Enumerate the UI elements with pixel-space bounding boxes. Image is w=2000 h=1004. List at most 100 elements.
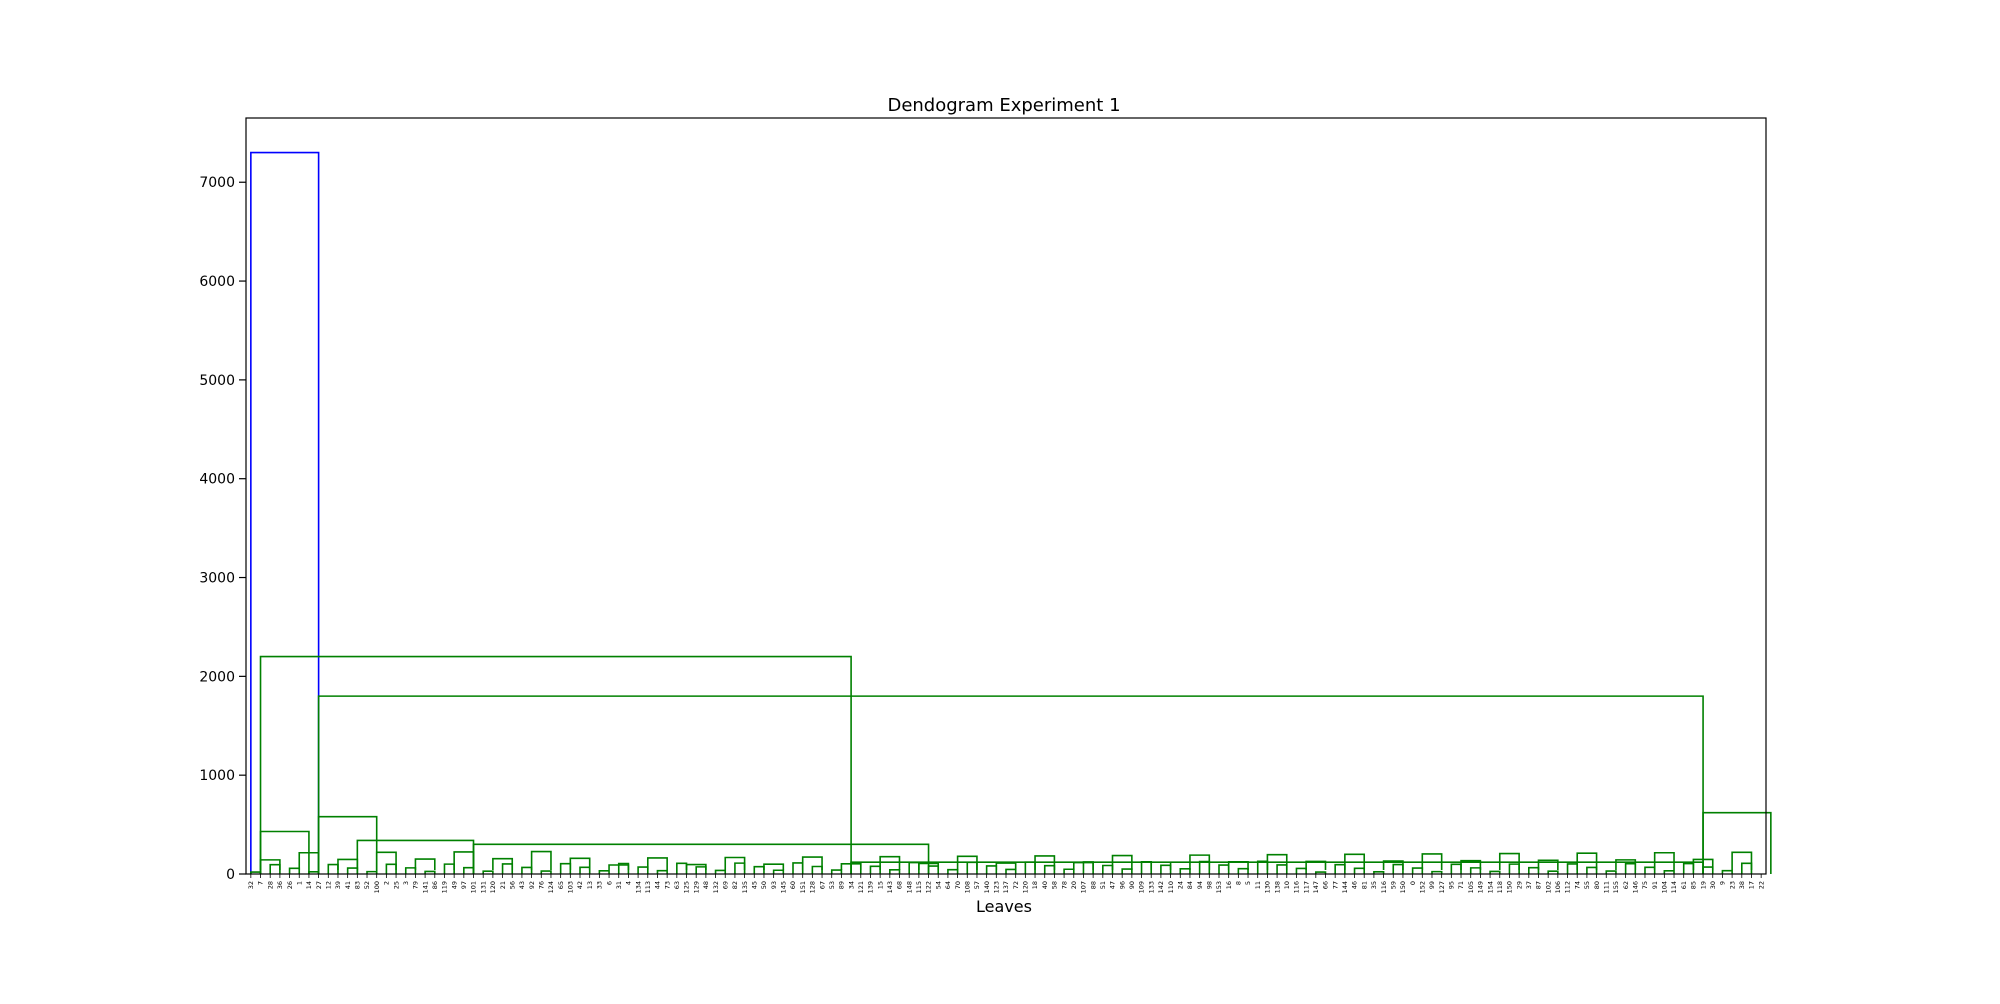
leaf-label-140: 111 bbox=[1602, 881, 1610, 893]
leaf-label-136: 112 bbox=[1564, 881, 1572, 893]
leaf-label-132: 37 bbox=[1525, 881, 1533, 889]
leaf-pair-link-98 bbox=[1198, 860, 1211, 874]
y-tick-label-7: 7000 bbox=[199, 175, 235, 191]
group-link-5 bbox=[298, 851, 320, 871]
leaf-pair-link-10 bbox=[346, 867, 359, 874]
leaf-pair-link-88 bbox=[1102, 864, 1114, 874]
leaf-label-102: 8 bbox=[1235, 881, 1243, 885]
leaf-label-18: 141 bbox=[421, 881, 429, 893]
leaf-label-2: 28 bbox=[266, 881, 274, 889]
leaf-label-135: 106 bbox=[1554, 881, 1562, 893]
leaf-pair-link-122 bbox=[1431, 870, 1443, 874]
leaf-label-3: 36 bbox=[276, 881, 284, 889]
leaf-label-139: 80 bbox=[1593, 881, 1601, 889]
leaf-label-118: 59 bbox=[1389, 881, 1397, 889]
leaf-label-126: 105 bbox=[1467, 881, 1475, 893]
leaf-pair-link-144 bbox=[1644, 866, 1656, 874]
leaf-label-100: 153 bbox=[1215, 881, 1223, 893]
leaf-pair-link-26 bbox=[501, 863, 514, 874]
leaf-pair-link-114 bbox=[1353, 867, 1366, 874]
leaf-label-10: 41 bbox=[344, 881, 352, 889]
group-link-33 bbox=[569, 857, 591, 871]
leaf-pair-link-78 bbox=[1005, 868, 1017, 874]
leaf-label-143: 146 bbox=[1631, 881, 1639, 893]
leaf-label-50: 82 bbox=[731, 881, 739, 889]
leaf-label-65: 15 bbox=[876, 881, 884, 889]
leaf-pair-link-46 bbox=[695, 866, 707, 874]
plot-frame bbox=[245, 117, 1767, 875]
leaf-label-58: 128 bbox=[809, 881, 817, 893]
leaf-pair-link-48 bbox=[714, 869, 727, 874]
leaf-pair-link-90 bbox=[1121, 868, 1133, 874]
leaf-label-95: 110 bbox=[1167, 881, 1175, 893]
leaf-label-94: 142 bbox=[1157, 881, 1165, 893]
leaf-pair-link-112 bbox=[1334, 863, 1346, 874]
leaf-label-47: 48 bbox=[702, 881, 710, 889]
leaf-label-134: 102 bbox=[1544, 881, 1552, 893]
leaf-pair-link-140 bbox=[1605, 870, 1617, 874]
group-link-105 bbox=[1266, 853, 1288, 871]
leaf-label-59: 67 bbox=[818, 881, 826, 889]
group-link-97 bbox=[1189, 854, 1211, 871]
group-link-85 bbox=[1072, 861, 1094, 871]
leaf-label-106: 138 bbox=[1273, 881, 1281, 893]
group-link-145 bbox=[1653, 851, 1675, 871]
leaf-label-130: 150 bbox=[1506, 881, 1514, 893]
leaf-pair-link-52 bbox=[753, 865, 765, 874]
leaf-pair-link-44 bbox=[676, 862, 688, 874]
leaf-pair-link-150 bbox=[1702, 866, 1714, 874]
leaf-label-115: 81 bbox=[1360, 881, 1368, 889]
leaf-pair-link-76 bbox=[985, 865, 998, 874]
leaf-label-92: 109 bbox=[1138, 881, 1146, 893]
group-link-101 bbox=[1227, 861, 1249, 871]
merge-link-1 bbox=[259, 655, 852, 874]
y-tick-label-3: 3000 bbox=[199, 571, 235, 587]
leaf-label-83: 58 bbox=[1051, 881, 1059, 889]
leaf-label-20: 119 bbox=[441, 881, 449, 893]
merge-link-2 bbox=[317, 695, 1704, 874]
leaf-label-42: 44 bbox=[654, 881, 662, 889]
leaf-label-141: 155 bbox=[1612, 881, 1620, 893]
leaf-pair-link-74 bbox=[966, 861, 978, 874]
leaf-pair-link-12 bbox=[366, 870, 378, 874]
leaf-pair-link-40 bbox=[637, 866, 649, 874]
leaf-label-120: 0 bbox=[1409, 881, 1417, 885]
leaf-label-93: 133 bbox=[1147, 881, 1155, 893]
leaf-label-74: 108 bbox=[963, 881, 971, 893]
leaf-label-96: 24 bbox=[1176, 881, 1184, 889]
leaf-label-119: 150 bbox=[1399, 881, 1407, 893]
leaf-label-56: 60 bbox=[789, 881, 797, 889]
leaf-label-57: 151 bbox=[799, 881, 807, 893]
group-link-69 bbox=[918, 862, 940, 871]
leaf-pair-link-0 bbox=[250, 871, 262, 874]
leaf-label-76: 140 bbox=[983, 881, 991, 893]
leaf-label-17: 79 bbox=[412, 881, 420, 889]
leaf-label-138: 55 bbox=[1583, 881, 1591, 889]
leaf-label-15: 25 bbox=[392, 881, 400, 889]
leaf-pair-link-28 bbox=[521, 866, 533, 874]
leaf-pair-link-72 bbox=[947, 868, 959, 874]
leaf-label-49: 69 bbox=[721, 881, 729, 889]
dendrogram-links bbox=[250, 151, 1772, 874]
group-link-21 bbox=[453, 851, 475, 871]
merge-link-4 bbox=[1702, 811, 1772, 874]
leaf-label-148: 61 bbox=[1680, 881, 1688, 889]
leaf-pair-link-102 bbox=[1237, 867, 1249, 874]
leaf-pair-link-36 bbox=[598, 870, 610, 874]
leaf-label-0: 32 bbox=[247, 881, 255, 889]
leaf-label-7: 27 bbox=[315, 881, 323, 889]
group-link-129 bbox=[1498, 852, 1520, 871]
leaf-label-21: 49 bbox=[450, 881, 458, 889]
y-tick-label-1: 1000 bbox=[199, 768, 235, 784]
leaf-label-87: 88 bbox=[1089, 881, 1097, 889]
leaf-label-154: 38 bbox=[1738, 881, 1746, 889]
group-link-141 bbox=[1615, 859, 1637, 871]
leaf-label-1: 7 bbox=[257, 881, 265, 885]
leaf-pair-link-82 bbox=[1043, 864, 1056, 874]
leaf-label-48: 132 bbox=[712, 881, 720, 893]
leaf-label-36: 33 bbox=[596, 881, 604, 889]
group-link-41 bbox=[646, 857, 668, 871]
